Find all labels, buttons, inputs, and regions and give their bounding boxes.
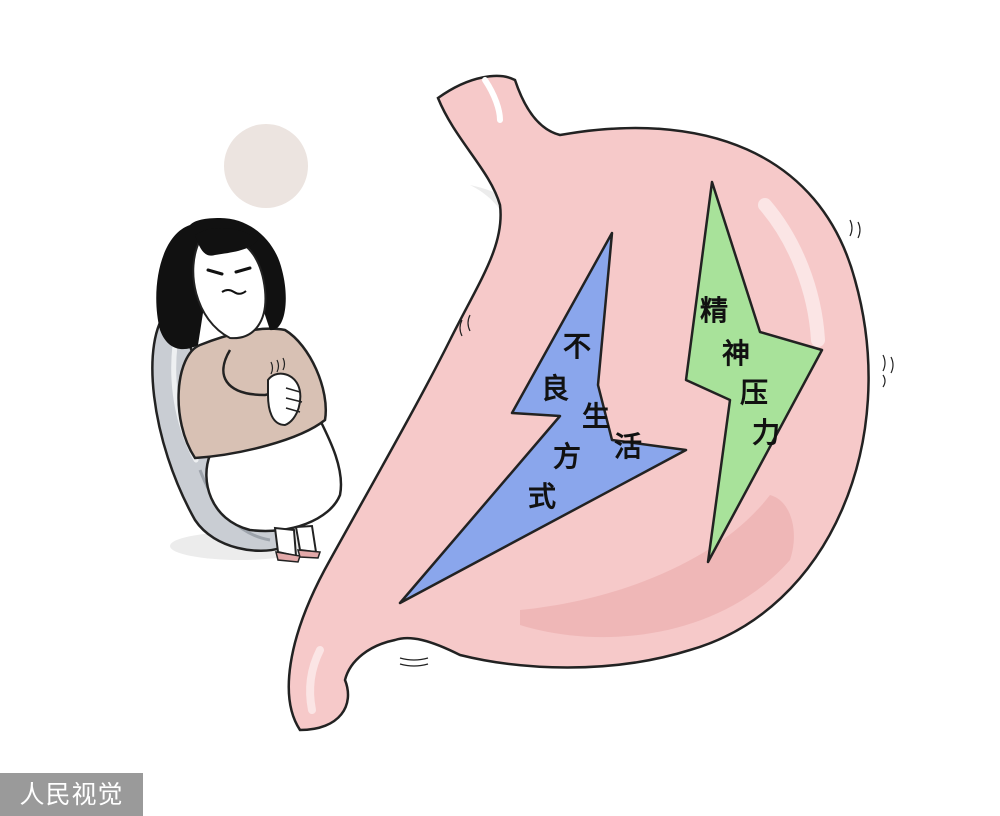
- bolt-bad-lifestyle-char-2: 良: [541, 372, 569, 405]
- sun-circle: [224, 124, 308, 208]
- bolt-mental-stress-char-3: 压: [740, 376, 768, 409]
- bolt-mental-stress: 精 神 压 力: [684, 180, 824, 564]
- woman-figure: [156, 218, 343, 563]
- watermark-badge: 人民视觉: [0, 773, 143, 816]
- bolt-bad-lifestyle-char-4: 活: [614, 430, 642, 463]
- bolt-bad-lifestyle-char-1: 不: [563, 330, 591, 363]
- bolt-bad-lifestyle: 不 良 生 活 方 式: [398, 231, 688, 605]
- bolt-bad-lifestyle-char-6: 式: [528, 480, 556, 513]
- bolt-bad-lifestyle-char-5: 方: [553, 440, 581, 473]
- bolt-mental-stress-char-4: 力: [752, 416, 780, 449]
- bolt-mental-stress-char-2: 神: [722, 337, 750, 370]
- bolt-bad-lifestyle-char-3: 生: [582, 400, 610, 433]
- bolt-mental-stress-char-1: 精: [700, 294, 728, 327]
